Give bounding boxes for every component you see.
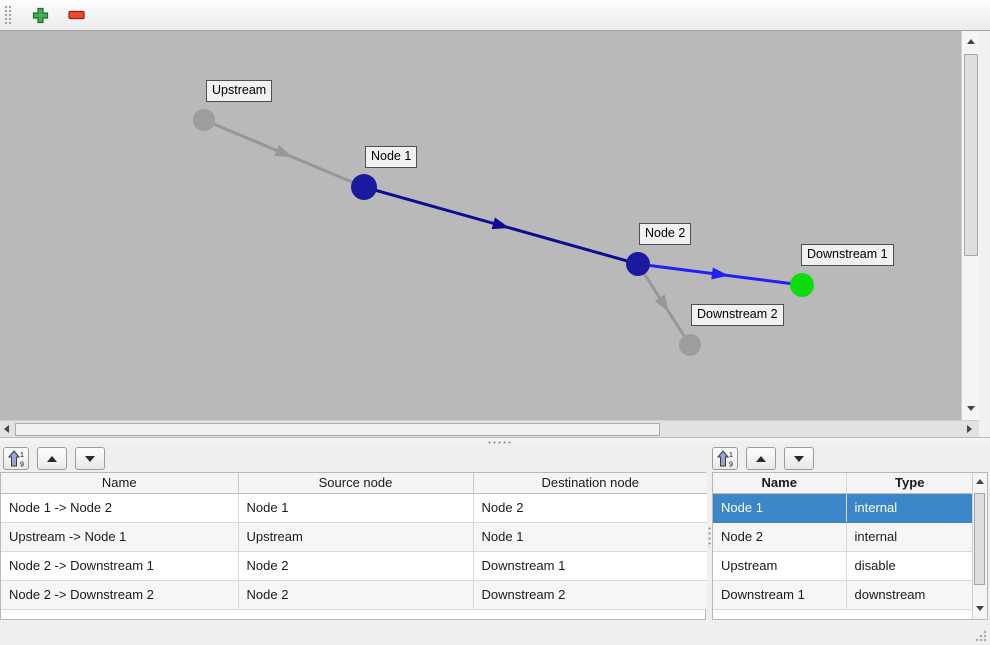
move-up-button[interactable] <box>746 447 776 470</box>
svg-text:9: 9 <box>20 462 24 468</box>
vertical-scroll-thumb[interactable] <box>974 493 985 585</box>
vertical-scroll-thumb[interactable] <box>964 54 978 256</box>
table-cell[interactable]: Node 2 <box>238 551 474 581</box>
node-label[interactable]: Node 1 <box>365 146 418 168</box>
remove-button[interactable] <box>66 3 86 27</box>
node-table-toolbar: 1 9 <box>712 447 814 470</box>
bottom-pane: 1 9 1 9 <box>0 445 990 620</box>
scroll-left-icon[interactable] <box>4 425 9 433</box>
column-header[interactable]: Name <box>713 473 847 494</box>
move-down-button[interactable] <box>75 447 105 470</box>
table-cell[interactable]: Downstream 1 <box>473 551 707 581</box>
edge-arrow-icon <box>491 217 510 230</box>
node-table-scrollbar[interactable] <box>972 473 987 619</box>
table-cell[interactable]: Node 2 -> Downstream 1 <box>1 551 239 581</box>
up-arrow-icon <box>756 455 766 462</box>
graph-node[interactable] <box>193 109 215 131</box>
scroll-up-icon[interactable] <box>967 39 975 44</box>
edge-arrow-icon <box>711 267 729 280</box>
scroll-down-icon[interactable] <box>967 406 975 411</box>
table-cell[interactable]: Node 1 -> Node 2 <box>1 493 239 523</box>
resize-grip-icon[interactable] <box>972 627 988 643</box>
table-cell[interactable]: Upstream -> Node 1 <box>1 522 239 552</box>
table-cell[interactable]: downstream <box>846 580 973 610</box>
plus-icon <box>32 7 48 23</box>
node-label[interactable]: Downstream 2 <box>691 304 784 326</box>
table-cell[interactable]: Node 2 <box>713 522 847 552</box>
graph-node[interactable] <box>626 252 650 276</box>
pane-splitter[interactable] <box>0 437 990 445</box>
move-up-button[interactable] <box>37 447 67 470</box>
svg-text:9: 9 <box>729 462 733 468</box>
main-toolbar <box>0 0 990 31</box>
canvas-vertical-scrollbar[interactable] <box>961 31 979 420</box>
svg-text:1: 1 <box>20 452 24 459</box>
table-cell[interactable]: Node 2 <box>238 580 474 610</box>
sort-button[interactable]: 1 9 <box>3 447 29 470</box>
node-label[interactable]: Downstream 1 <box>801 244 894 266</box>
table-cell[interactable]: Node 1 <box>473 522 707 552</box>
table-cell[interactable]: Node 2 -> Downstream 2 <box>1 580 239 610</box>
table-cell[interactable]: disable <box>846 551 973 581</box>
splitter-grip-icon <box>708 526 711 548</box>
svg-text:1: 1 <box>729 452 733 459</box>
down-arrow-icon <box>85 455 95 462</box>
edge-arrow-icon <box>274 144 293 157</box>
table-splitter[interactable] <box>706 472 712 620</box>
sort-button[interactable]: 1 9 <box>712 447 738 470</box>
splitter-grip-icon <box>487 441 511 444</box>
graph-node[interactable] <box>351 174 377 200</box>
table-cell[interactable]: Upstream <box>713 551 847 581</box>
graph-node[interactable] <box>790 273 814 297</box>
table-cell[interactable]: Downstream 2 <box>473 580 707 610</box>
node-label[interactable]: Node 2 <box>639 223 692 245</box>
move-down-button[interactable] <box>784 447 814 470</box>
scroll-right-icon[interactable] <box>967 425 972 433</box>
column-header[interactable]: Type <box>846 473 973 494</box>
canvas-horizontal-scrollbar[interactable] <box>0 420 979 437</box>
down-arrow-icon <box>794 455 804 462</box>
node-label[interactable]: Upstream <box>206 80 273 102</box>
edge-table-toolbar: 1 9 <box>3 447 105 470</box>
column-header[interactable]: Name <box>1 473 239 494</box>
table-cell[interactable]: Upstream <box>238 522 474 552</box>
table-cell[interactable]: internal <box>846 522 973 552</box>
sort-1-9-icon: 1 9 <box>717 450 733 467</box>
horizontal-scroll-thumb[interactable] <box>15 423 660 436</box>
status-bar <box>0 620 990 645</box>
up-arrow-icon <box>47 455 57 462</box>
add-button[interactable] <box>30 3 50 27</box>
toolbar-drag-handle[interactable] <box>4 5 13 25</box>
table-cell[interactable]: Node 1 <box>713 493 847 523</box>
table-cell[interactable]: Node 1 <box>238 493 474 523</box>
table-cell[interactable]: Downstream 1 <box>713 580 847 610</box>
edge-arrow-icon <box>654 294 669 313</box>
graph-svg <box>193 109 814 356</box>
minus-icon <box>67 10 85 20</box>
graph-node[interactable] <box>679 334 701 356</box>
table-cell[interactable]: internal <box>846 493 973 523</box>
column-header[interactable]: Destination node <box>473 473 707 494</box>
scroll-up-icon[interactable] <box>976 479 984 484</box>
column-header[interactable]: Source node <box>238 473 474 494</box>
scroll-down-icon[interactable] <box>976 606 984 611</box>
sort-1-9-icon: 1 9 <box>8 450 24 467</box>
table-cell[interactable]: Node 2 <box>473 493 707 523</box>
